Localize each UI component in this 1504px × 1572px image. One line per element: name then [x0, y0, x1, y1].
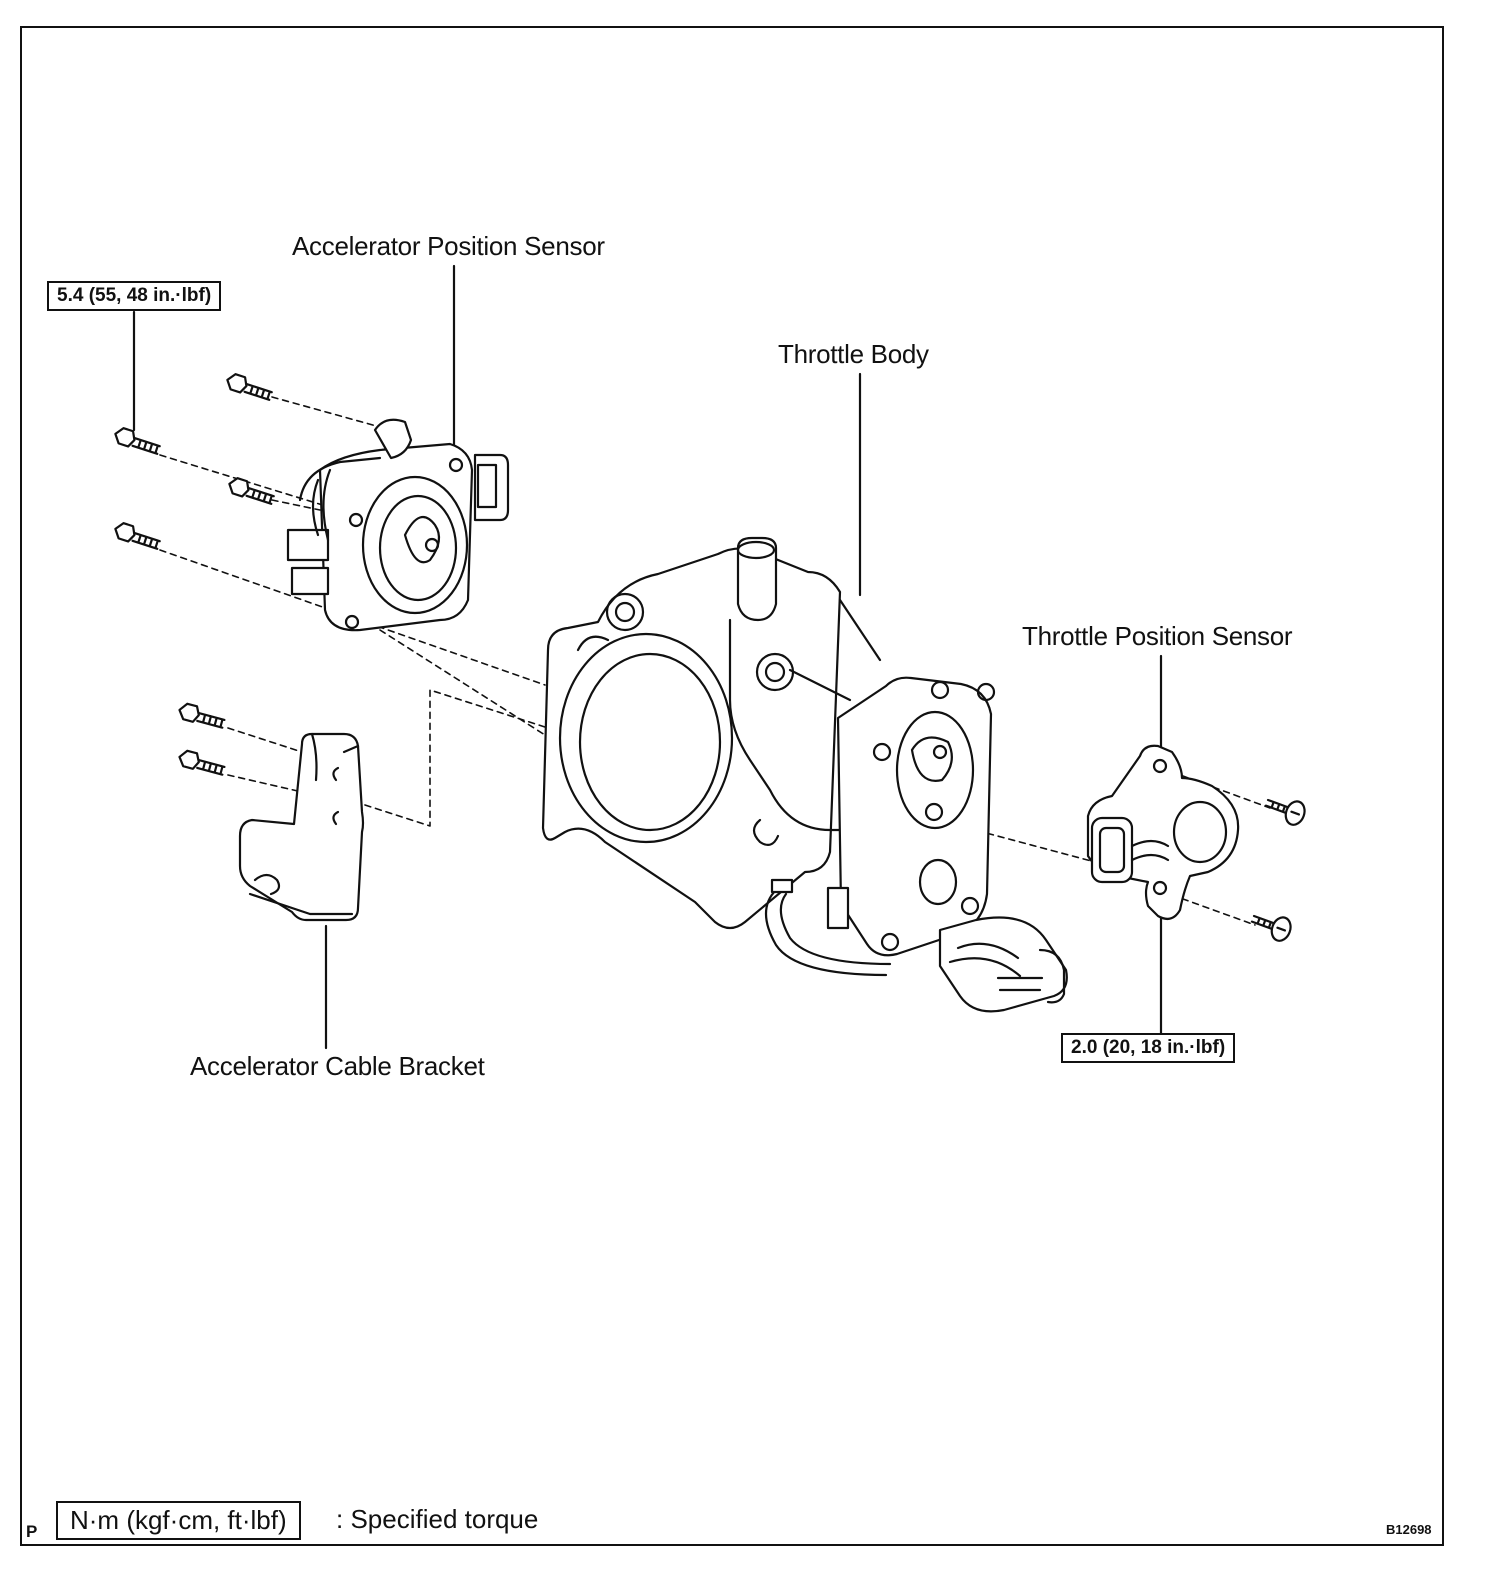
bolt-group-cable-bracket — [178, 702, 226, 776]
torque-legend-description: : Specified torque — [336, 1504, 539, 1534]
label-throttle-position-sensor: Throttle Position Sensor — [1022, 621, 1293, 651]
accelerator-cable-bracket-part — [238, 732, 365, 922]
torque-unit-legend-box: N·m (kgf·cm, ft·lbf) — [56, 1501, 301, 1540]
torque-spec-throttle-sensor: 2.0 (20, 18 in.·lbf) — [1061, 1033, 1236, 1063]
label-accelerator-position-sensor: Accelerator Position Sensor — [292, 231, 605, 261]
screw-group-throttle-sensor — [1250, 798, 1306, 942]
bolt-group-accelerator-sensor — [114, 373, 275, 550]
torque-spec-accelerator-sensor: 5.4 (55, 48 in.·lbf) — [47, 281, 222, 311]
figure-code: B12698 — [1386, 1522, 1432, 1537]
corner-mark: P — [26, 1522, 38, 1541]
diagram-frame — [20, 26, 1444, 1546]
accelerator-position-sensor-part — [286, 418, 510, 632]
leader-lines — [132, 264, 1163, 1050]
throttle-body-part — [541, 536, 1068, 1013]
throttle-position-sensor-part — [1086, 744, 1240, 921]
label-accelerator-cable-bracket: Accelerator Cable Bracket — [190, 1051, 485, 1081]
label-throttle-body: Throttle Body — [778, 339, 929, 369]
